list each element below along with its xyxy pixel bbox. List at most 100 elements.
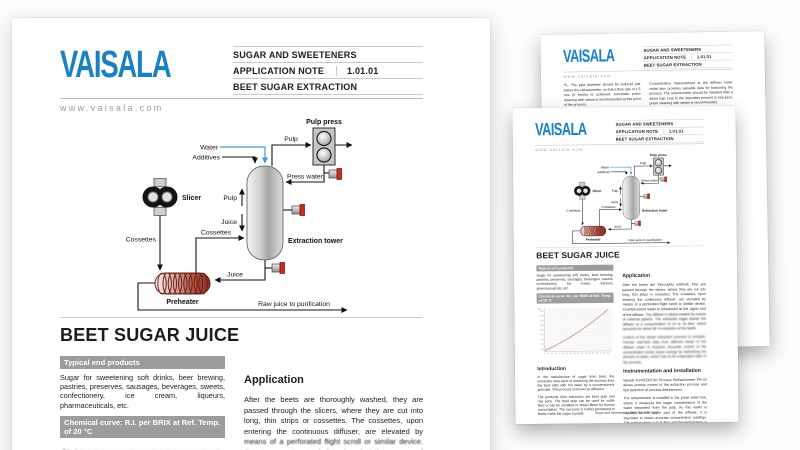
label-cossettes-left: Cossettes [567, 209, 581, 213]
label-pulp-press: Pulp press [650, 153, 667, 157]
chart-y-axis-label: R.I. [63, 448, 70, 450]
end-products-bar: Typical end products [536, 264, 614, 272]
svg-text:1.50: 1.50 [540, 311, 543, 313]
chemical-curve-bar: Chemical curve: R.I. per BRIX at Ref. Te… [60, 415, 225, 438]
page-one: VAISALA www.vaisala.com SUGAR AND SWEETE… [12, 18, 490, 450]
process-diagram: Pulp press Pulp Water Additives Press wa… [126, 119, 353, 313]
extraction-tower [246, 165, 284, 261]
slicer [142, 178, 178, 216]
vaisala-logo: VAISALA [534, 119, 587, 140]
svg-text:85: 85 [607, 353, 609, 355]
doc-note-label: APPLICATION NOTE [615, 129, 659, 135]
label-juice-internal: Juice [221, 219, 237, 226]
vaisala-logo: VAISALA [60, 44, 172, 86]
svg-text:1.34: 1.34 [540, 349, 543, 351]
svg-text:1.40: 1.40 [540, 334, 543, 336]
flow-lines [137, 142, 353, 313]
introduction-p1: In the manufacture of sugar from beet, t… [537, 374, 615, 392]
svg-text:75: 75 [600, 353, 602, 355]
article-section: BEET SUGAR JUICE Typical end products Su… [536, 245, 708, 425]
main-page-sheet: VAISALA www.vaisala.com SUGAR AND SWEETE… [12, 18, 490, 450]
doc-subject: BEET SUGAR EXTRACTION [643, 60, 733, 70]
article-title: BEET SUGAR JUICE [536, 250, 620, 261]
label-juice-line: Juice [614, 224, 622, 228]
article-right-column: Application After the beets are thorough… [622, 263, 707, 424]
doc-note-label: APPLICATION NOTE [233, 66, 325, 76]
svg-text:1.36: 1.36 [540, 344, 543, 346]
doc-note-number: 1.01.01 [336, 66, 378, 76]
vaisala-logo: VAISALA [562, 45, 615, 67]
doc-note-number: 1.01.01 [691, 54, 712, 60]
svg-text:35: 35 [570, 353, 572, 355]
application-p2: Control of the whole extraction process … [622, 334, 707, 365]
instrumentation-heading: Instrumentation and installation [623, 367, 701, 374]
introduction-heading: Introduction [537, 365, 566, 372]
chemical-curve-chart: R.I. 1.341.361.381.401.421.441.461.481.5… [60, 443, 225, 450]
label-additives: Additives [597, 170, 610, 174]
article-left-column: Typical end products Sugar for sweetenin… [60, 354, 225, 450]
label-preheater: Preheater [586, 238, 602, 242]
label-pulp-internal: Pulp [223, 195, 237, 202]
label-press-water: Press water [287, 174, 324, 181]
end-products-bar: Typical end products [60, 356, 225, 369]
header-rule [535, 143, 705, 146]
chart-y-axis-label: R.I. [538, 309, 542, 311]
preheater [154, 272, 211, 295]
label-additives: Additives [192, 155, 220, 162]
instrumentation-p1: Vaisala K-PATENTS® Process Refractometer… [623, 377, 707, 393]
doc-category: SUGAR AND SWEETENERS [233, 47, 423, 63]
svg-text:1.44: 1.44 [540, 325, 543, 327]
thumbnail-front-slot: VAISALA www.vaisala.com SUGAR AND SWEETE… [512, 105, 739, 425]
refractometer-sensor-tower-bottom [271, 262, 285, 274]
svg-text:45: 45 [577, 353, 579, 355]
label-extraction-tower: Extraction tower [642, 208, 668, 212]
application-heading: Application [244, 374, 304, 386]
pulp-press [312, 127, 336, 166]
doc-note-label: APPLICATION NOTE [643, 54, 687, 61]
doc-note-number: 1.01.01 [663, 128, 684, 134]
pulp-press [653, 157, 664, 176]
svg-text:20: 20 [559, 353, 561, 355]
label-slicer: Slicer [182, 195, 201, 202]
doc-subject: BEET SUGAR EXTRACTION [615, 134, 705, 143]
thumbnail-page-one[interactable]: VAISALA www.vaisala.com SUGAR AND SWEETE… [512, 105, 739, 425]
label-cossettes-mid: Cossettes [201, 230, 232, 237]
svg-text:1.48: 1.48 [540, 315, 543, 317]
chart-curve [544, 309, 608, 352]
website-url: www.vaisala.com [60, 103, 164, 113]
application-heading: Application [622, 272, 651, 279]
svg-text:1.46: 1.46 [540, 320, 543, 322]
label-press-water: Press water [641, 178, 658, 182]
label-raw-juice: Raw juice to purification [628, 238, 662, 242]
label-extraction-tower: Extraction tower [288, 238, 343, 245]
svg-text:30: 30 [566, 353, 568, 355]
article-left-column: Typical end products Sugar for sweetenin… [536, 264, 615, 424]
label-pulp-out: Pulp [640, 161, 647, 165]
article-right-column: Application After the beets are thorough… [244, 354, 423, 450]
chart-y-ticks: 1.341.361.381.401.421.441.461.481.50 [540, 311, 544, 351]
refractometer-sensor-tower-mid [291, 204, 305, 216]
end-products-text: Sugar for sweetening soft drinks, beer b… [60, 373, 225, 410]
application-p1: After the beets are thoroughly washed, t… [244, 395, 423, 450]
svg-text:60: 60 [588, 353, 590, 355]
svg-text:65: 65 [592, 353, 594, 355]
refractometer-sensor-press-water [328, 168, 342, 180]
slicer [574, 182, 591, 200]
svg-text:40: 40 [574, 353, 576, 355]
flow-lines [572, 164, 672, 245]
svg-text:80: 80 [603, 353, 605, 355]
refractometer-sensor-press-water [660, 176, 667, 183]
svg-text:0: 0 [544, 353, 545, 355]
label-preheater: Preheater [166, 299, 199, 306]
refractometer-sensor-tower-mid [643, 193, 650, 199]
label-juice-internal: Juice [611, 200, 619, 204]
doc-subject: BEET SUGAR EXTRACTION [233, 79, 423, 95]
svg-text:50: 50 [581, 353, 583, 355]
header-rule [60, 98, 423, 99]
label-juice-line: Juice [227, 272, 243, 279]
label-pulp-press: Pulp press [306, 119, 342, 126]
